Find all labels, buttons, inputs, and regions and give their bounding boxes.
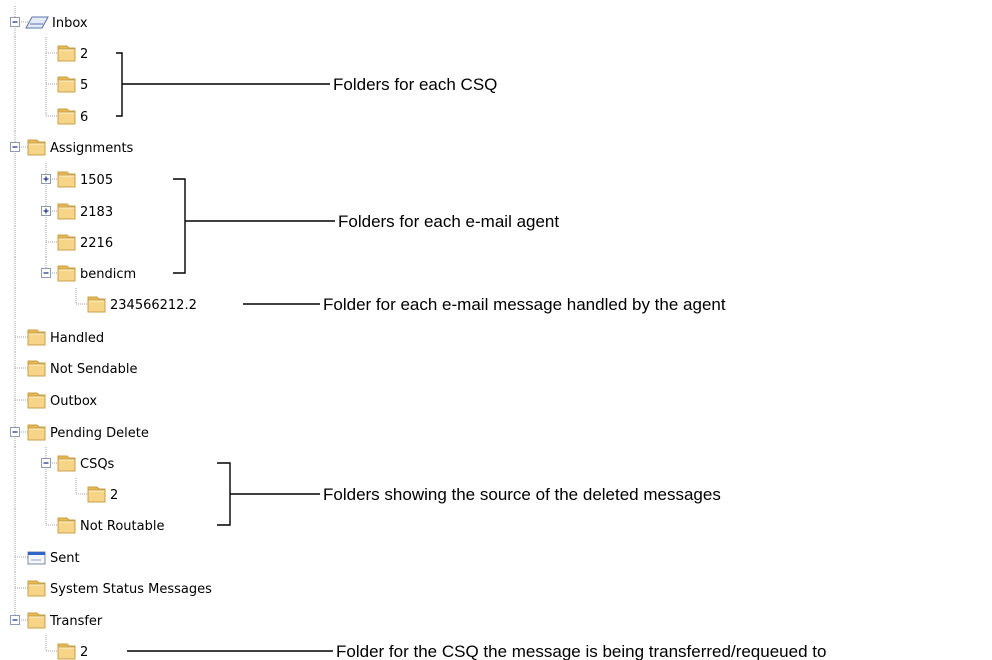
tree-node[interactable]: CSQs xyxy=(41,455,115,472)
tree-node[interactable]: 6 xyxy=(57,108,88,125)
collapse-toggle[interactable] xyxy=(41,268,51,278)
callout-text: Folders showing the source of the delete… xyxy=(323,485,721,504)
folder-icon xyxy=(57,203,76,220)
tree-node[interactable]: 5 xyxy=(57,76,88,93)
folder-icon xyxy=(27,424,46,441)
tree-node[interactable]: 2216 xyxy=(57,234,113,251)
annotation-callout: Folder for the CSQ the message is being … xyxy=(127,642,826,660)
tree-node[interactable]: Inbox xyxy=(10,16,88,31)
tree-node[interactable]: 2 xyxy=(57,643,88,660)
tree-node-label: 2216 xyxy=(80,236,113,251)
tree-node[interactable]: Handled xyxy=(27,329,104,346)
expand-toggle[interactable] xyxy=(41,174,51,184)
folder-icon xyxy=(87,486,106,503)
folder-icon xyxy=(57,234,76,251)
tree-node-label: Outbox xyxy=(50,394,97,409)
tree-node[interactable]: System Status Messages xyxy=(27,580,212,597)
tree-node-label: 2183 xyxy=(80,205,113,220)
tree-node[interactable]: Not Sendable xyxy=(27,360,137,377)
callout-text: Folders for each CSQ xyxy=(333,75,497,94)
tree-node-label: Transfer xyxy=(49,614,103,629)
tree-node-label: Sent xyxy=(50,551,80,566)
tree-node-label: CSQs xyxy=(80,457,115,472)
folder-icon xyxy=(57,265,76,282)
tree-node-label: 6 xyxy=(80,110,88,125)
tree-node[interactable]: Outbox xyxy=(27,392,97,409)
folder-icon xyxy=(27,139,46,156)
tree-node-label: 2 xyxy=(80,47,88,62)
collapse-toggle[interactable] xyxy=(10,142,20,152)
expand-toggle[interactable] xyxy=(41,206,51,216)
sent-icon xyxy=(27,551,46,565)
collapse-toggle[interactable] xyxy=(10,615,20,625)
folder-icon xyxy=(57,455,76,472)
tree-node[interactable]: 2 xyxy=(57,45,88,62)
tree-node[interactable]: Transfer xyxy=(10,612,103,629)
folder-icon xyxy=(57,45,76,62)
folder-icon xyxy=(57,517,76,534)
callout-line xyxy=(173,178,335,274)
tree-node-label: 2 xyxy=(80,645,88,660)
annotation-callout: Folders for each CSQ xyxy=(116,52,497,117)
tree-node[interactable]: bendicm xyxy=(41,265,137,282)
folder-icon xyxy=(27,580,46,597)
folder-icon xyxy=(57,171,76,188)
folder-icon xyxy=(57,76,76,93)
collapse-toggle[interactable] xyxy=(10,427,20,437)
tree-node[interactable]: Sent xyxy=(27,551,80,566)
tree-node-label: 234566212.2 xyxy=(110,298,197,313)
tree-node[interactable]: Assignments xyxy=(10,139,134,156)
folder-icon xyxy=(27,360,46,377)
annotation-callout: Folder for each e-mail message handled b… xyxy=(243,295,726,314)
tree-node[interactable]: Not Routable xyxy=(57,517,164,534)
tree-node[interactable]: 234566212.2 xyxy=(87,296,197,313)
tree-node[interactable]: Pending Delete xyxy=(10,424,149,441)
inbox-icon xyxy=(25,16,49,29)
tree-node-label: System Status Messages xyxy=(50,582,212,597)
folder-icon xyxy=(87,296,106,313)
tree-node-label: Handled xyxy=(50,331,104,346)
tree-node-label: bendicm xyxy=(80,267,136,282)
folder-icon xyxy=(57,108,76,125)
tree-node[interactable]: 2183 xyxy=(41,203,114,220)
annotation-callout: Folders showing the source of the delete… xyxy=(217,462,721,526)
tree-node-label: Not Routable xyxy=(80,519,164,534)
tree-node-label: Not Sendable xyxy=(50,362,137,377)
tree-node-label: Pending Delete xyxy=(50,426,149,441)
callout-line xyxy=(116,52,330,117)
folder-icon xyxy=(27,392,46,409)
callout-text: Folders for each e-mail agent xyxy=(338,212,559,231)
tree-node[interactable]: 2 xyxy=(87,486,118,503)
tree-node-label: Assignments xyxy=(50,141,134,156)
tree-node-label: 5 xyxy=(80,78,88,93)
tree-node-label: 2 xyxy=(110,488,118,503)
tree-node-label: Inbox xyxy=(52,16,88,31)
callout-text: Folder for each e-mail message handled b… xyxy=(323,295,726,314)
callout-text: Folder for the CSQ the message is being … xyxy=(336,642,826,660)
annotation-callout: Folders for each e-mail agent xyxy=(173,178,559,274)
collapse-toggle[interactable] xyxy=(10,17,20,27)
collapse-toggle[interactable] xyxy=(41,458,51,468)
folder-icon xyxy=(27,612,46,629)
folder-icon xyxy=(57,643,76,660)
folder-icon xyxy=(27,329,46,346)
annotation-layer: Folders for each CSQ Folders for each e-m… xyxy=(116,52,826,660)
tree-node-label: 1505 xyxy=(80,173,113,188)
tree-node[interactable]: 1505 xyxy=(41,171,114,188)
callout-line xyxy=(217,462,320,526)
